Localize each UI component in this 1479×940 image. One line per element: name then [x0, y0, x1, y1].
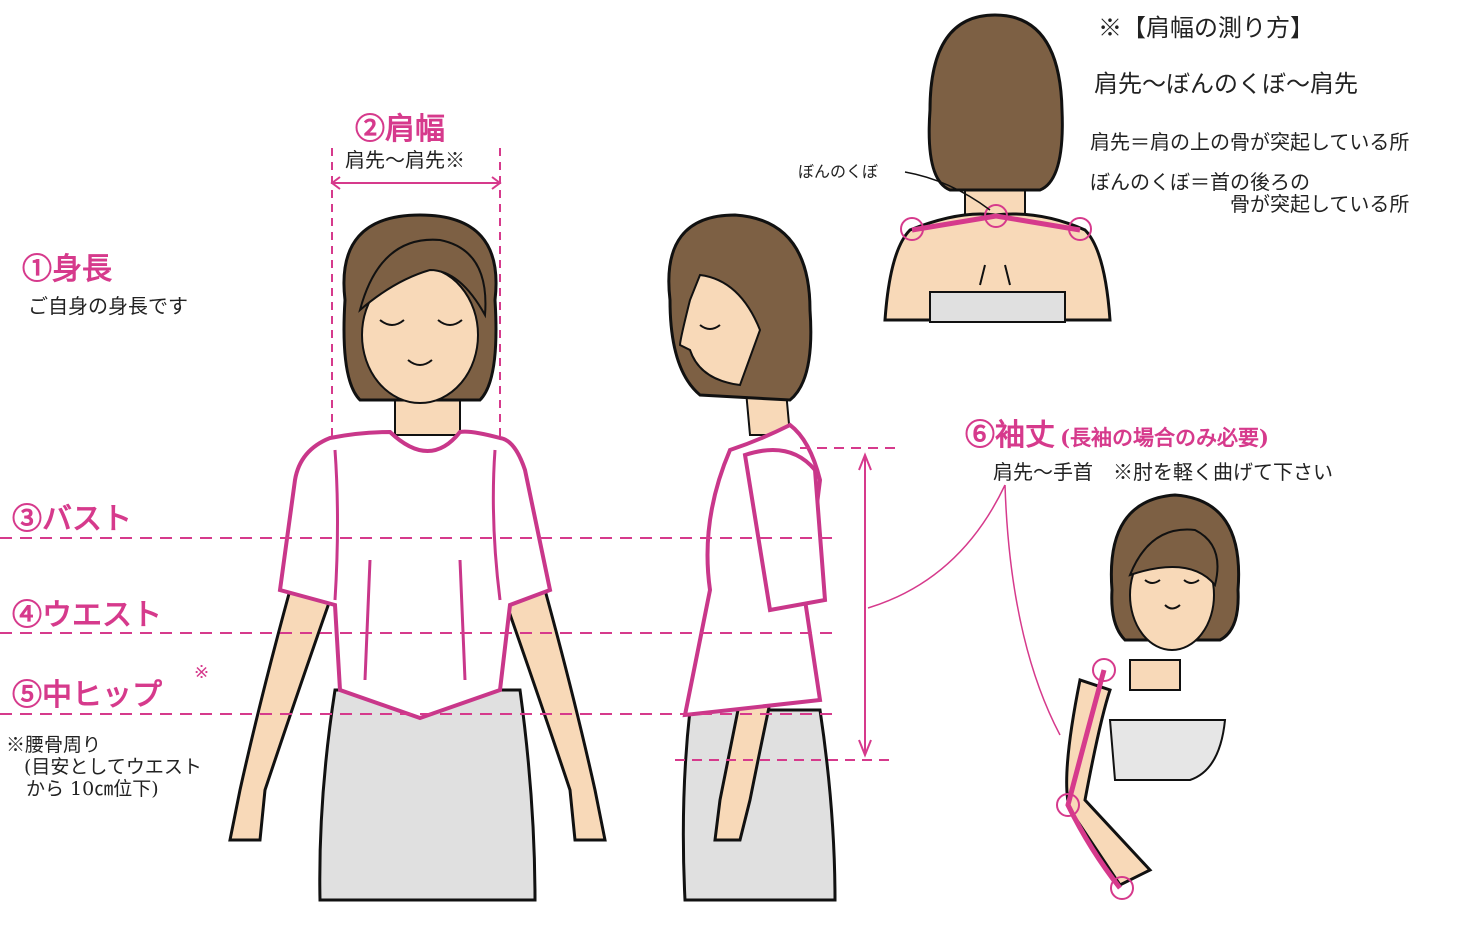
shoulder-howto-def1: 肩先＝肩の上の骨が突起している所: [1090, 126, 1409, 155]
bust-title: ③バスト: [12, 494, 132, 538]
hip-note-3: から 10㎝位下): [26, 778, 159, 800]
shoulder-howto-path: 肩先〜ぼんのくぼ〜肩先: [1094, 64, 1358, 99]
shoulder-width-title: ②肩幅: [355, 104, 445, 148]
height-title: ①身長: [22, 244, 112, 288]
height-desc: ご自身の身長です: [28, 290, 188, 319]
hip-title: ⑤中ヒップ: [12, 670, 162, 714]
shoulder-howto-heading: ※【肩幅の測り方】: [1098, 8, 1314, 43]
hip-note-2: (目安としてウエスト: [24, 756, 202, 778]
sleeve-desc: 肩先〜手首 ※肘を軽く曲げて下さい: [993, 456, 1333, 485]
sleeve-title-row: ⑥袖丈 (長袖の場合のみ必要): [965, 410, 1269, 454]
shoulder-width-desc: 肩先〜肩先※: [345, 144, 465, 173]
hip-note-1: ※腰骨周り: [6, 734, 101, 756]
sleeve-title: ⑥袖丈: [965, 418, 1055, 453]
back-figure: [885, 15, 1110, 322]
nape-label: ぼんのくぼ: [798, 158, 878, 182]
waist-title: ④ウエスト: [12, 590, 162, 634]
shoulder-howto-def2b: 骨が突起している所: [1230, 188, 1409, 217]
sleeve-figure: [868, 485, 1239, 899]
hip-asterisk: ※: [194, 662, 209, 683]
side-figure: [669, 215, 835, 900]
sleeve-title-paren: (長袖の場合のみ必要): [1060, 425, 1269, 450]
front-figure: [230, 215, 605, 900]
